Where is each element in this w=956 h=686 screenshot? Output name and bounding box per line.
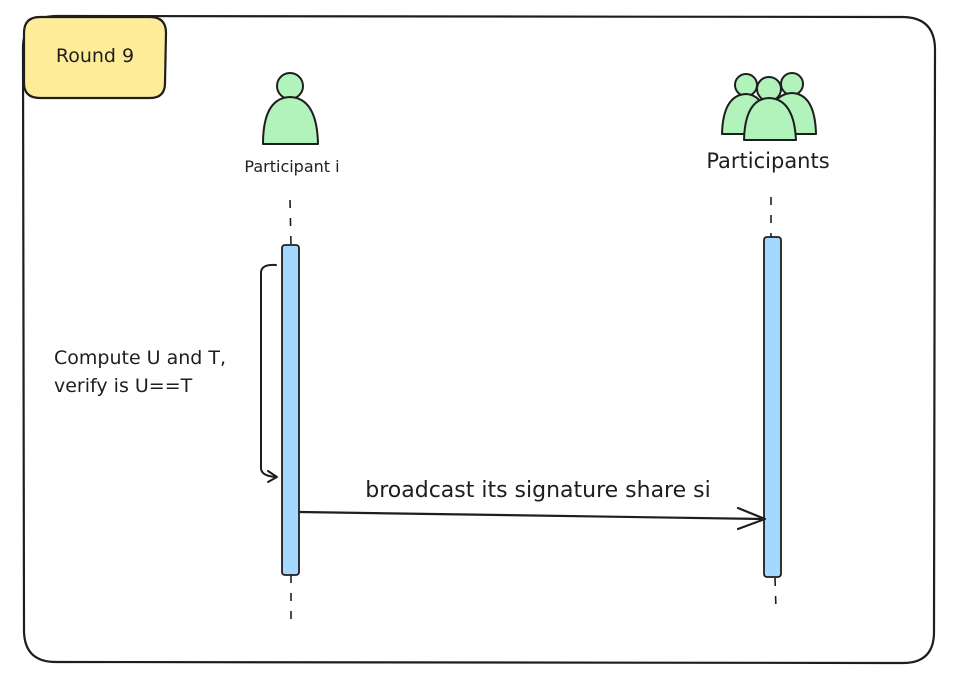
- activation-bar-right: [763, 236, 782, 578]
- broadcast-arrow: [298, 506, 767, 531]
- note-line-1: Compute U and T,: [54, 347, 226, 369]
- person-icon: [262, 72, 319, 145]
- group-icon: [721, 72, 817, 141]
- note-line-2: verify is U==T: [54, 375, 193, 397]
- broadcast-label: broadcast its signature share si: [365, 478, 710, 503]
- round-label: Round 9: [56, 45, 134, 67]
- activation-bar-left: [281, 244, 300, 576]
- computation-bracket: [260, 263, 278, 483]
- lifeline-left-top: [289, 199, 292, 246]
- participants-label: Participants: [706, 149, 829, 173]
- lifeline-right-bottom: [774, 577, 777, 611]
- round-badge: Round 9: [22, 15, 168, 100]
- participant-i-label: Participant i: [244, 157, 339, 176]
